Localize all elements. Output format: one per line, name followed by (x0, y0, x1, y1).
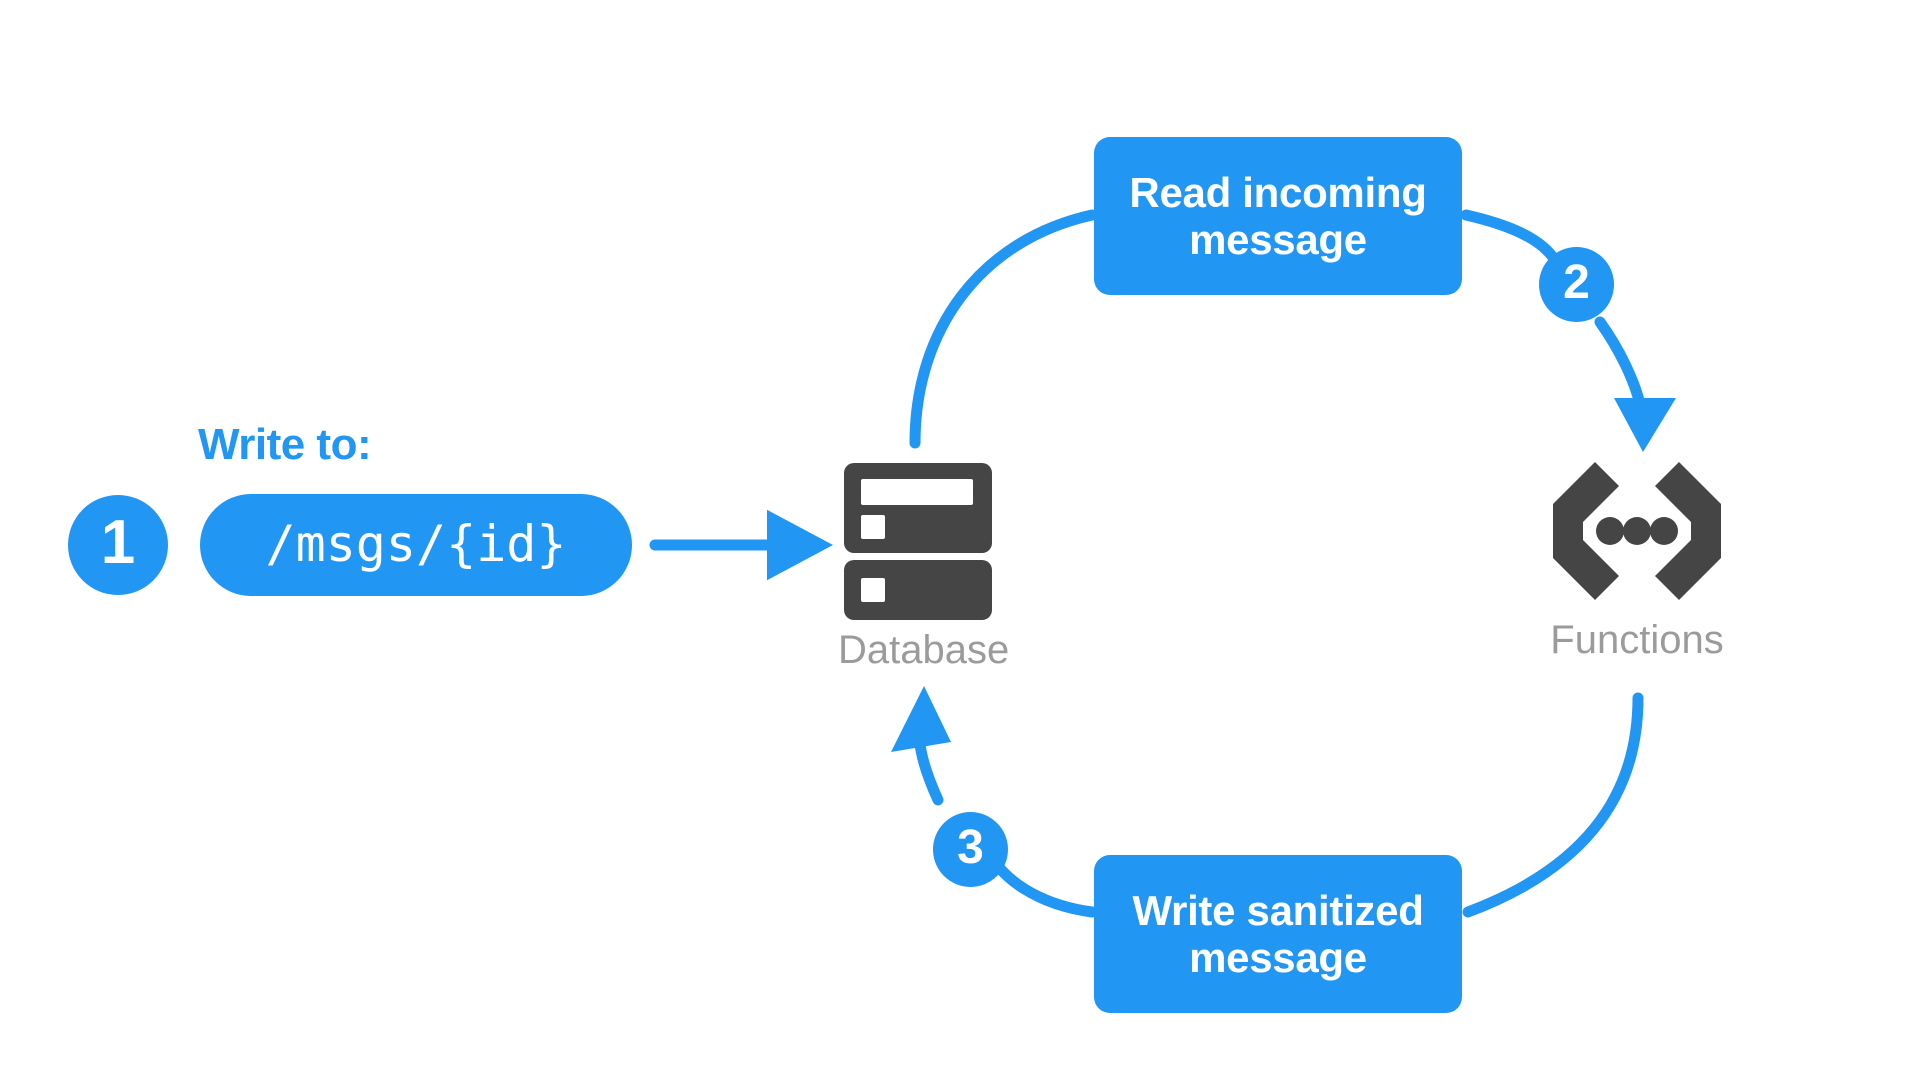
action-box-read-line2: message (1189, 216, 1367, 263)
action-box-write-line2: message (1189, 934, 1367, 981)
action-box-read-incoming-message[interactable]: Read incoming message (1094, 137, 1462, 295)
action-box-write-label: Write sanitized message (1132, 887, 1423, 981)
node-database[interactable]: Database (838, 462, 1010, 673)
node-functions[interactable]: Functions (1532, 456, 1742, 663)
action-box-read-line1: Read incoming (1129, 168, 1427, 216)
connector-functions-to-write-box (1462, 692, 1644, 918)
action-box-write-sanitized-message[interactable]: Write sanitized message (1094, 855, 1462, 1013)
action-box-write-line1: Write sanitized (1132, 886, 1424, 934)
step-badge-3-number: 3 (957, 820, 984, 874)
database-path-pill[interactable]: /msgs/{id} (200, 494, 632, 596)
step-badge-1-number: 1 (100, 508, 136, 577)
curly-braces-ellipsis-icon (1532, 456, 1742, 606)
node-database-label: Database (838, 628, 1010, 672)
step-badge-2: 2 (1539, 247, 1614, 322)
write-to-label: Write to: (198, 420, 372, 469)
database-path-value: /msgs/{id} (265, 515, 567, 573)
database-rack-icon (838, 462, 998, 620)
step-badge-3: 3 (933, 812, 1008, 887)
action-box-read-label: Read incoming message (1129, 169, 1426, 263)
step-badge-1: 1 (68, 495, 168, 595)
node-functions-label: Functions (1550, 618, 1724, 662)
connector-read-box-to-functions (1460, 209, 1676, 452)
step-badge-2-number: 2 (1563, 255, 1590, 309)
connector-database-to-read-box (909, 209, 1098, 449)
